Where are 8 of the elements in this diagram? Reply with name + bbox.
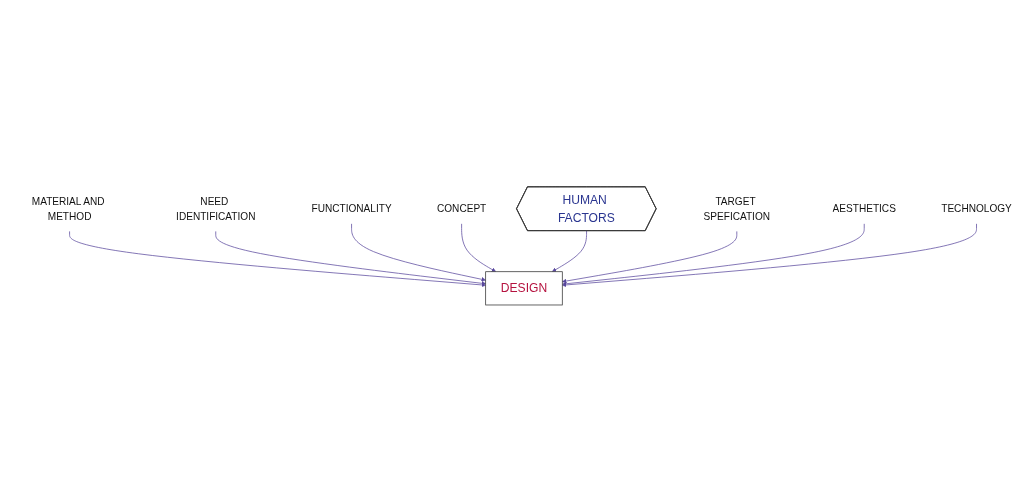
node-box: DESIGN — [485, 271, 563, 306]
node-text: MATERIAL AND METHOD — [31, 195, 105, 222]
node-text: TARGET SPEFICATION — [703, 195, 771, 222]
node-text: FUNCTIONALITY — [311, 203, 392, 215]
node-text: NEED IDENTIFICATION — [176, 195, 256, 222]
node-text: TECHNOLOGY — [941, 203, 1012, 215]
node-text: AESTHETICS — [832, 203, 896, 215]
node-text: CONCEPT — [436, 203, 487, 215]
